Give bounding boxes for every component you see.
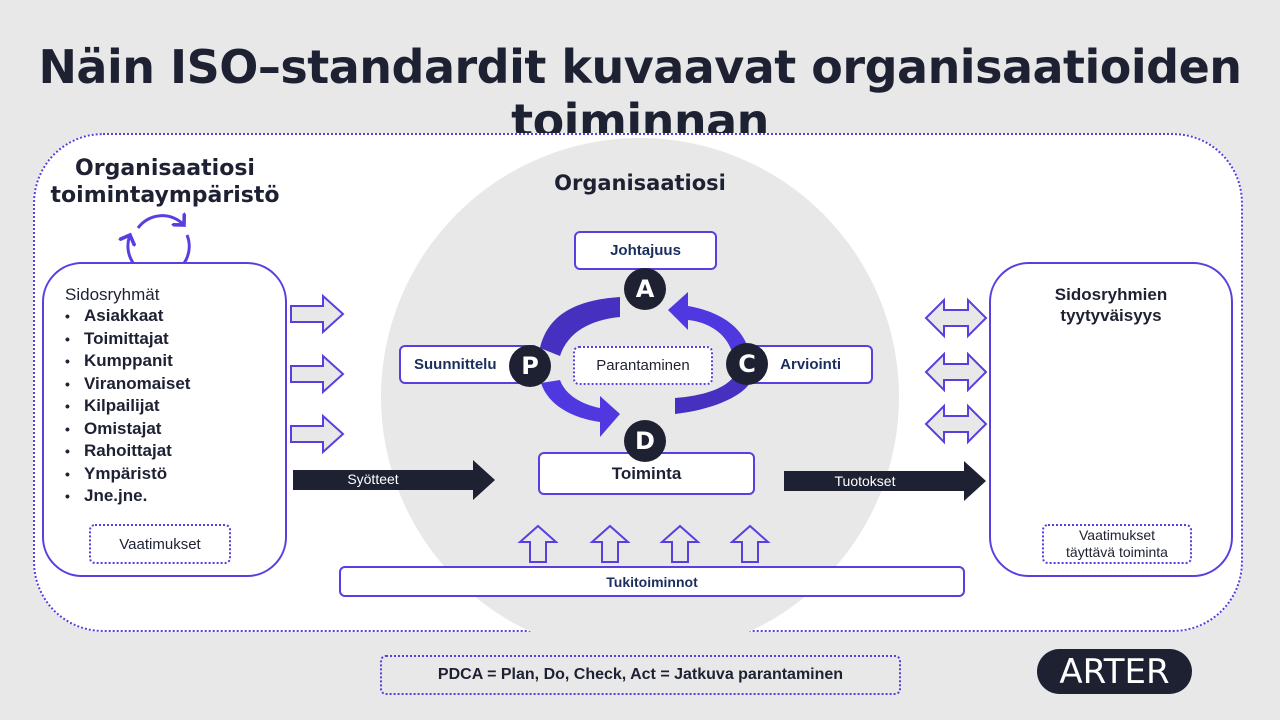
list-item: Toimittajat — [65, 328, 190, 351]
stakeholders-list: Asiakkaat Toimittajat Kumppanit Viranoma… — [65, 305, 190, 508]
pdca-cycle-arrows — [540, 292, 750, 437]
support-arrow-icon — [517, 524, 559, 563]
inputs-arrow-icon — [293, 460, 495, 500]
support-arrow-icon — [589, 524, 631, 563]
list-item: Omistajat — [65, 418, 190, 441]
do-badge: D — [624, 420, 666, 462]
page-title: Näin ISO–standardit kuvaavat organisaati… — [38, 40, 1242, 148]
double-arrow-icon — [924, 351, 988, 393]
list-item: Viranomaiset — [65, 373, 190, 396]
fulfilling-line1: Vaatimukset — [1079, 527, 1155, 543]
double-arrow-icon — [924, 403, 988, 445]
organization-heading: Organisaatiosi — [554, 171, 726, 195]
double-arrow-icon — [924, 297, 988, 339]
act-badge: A — [624, 268, 666, 310]
satisfaction-box: Sidosryhmien tyytyväisyys — [989, 262, 1233, 577]
list-item: Asiakkaat — [65, 305, 190, 328]
requirements-label: Vaatimukset — [89, 524, 231, 564]
satisfaction-heading: Sidosryhmien tyytyväisyys — [991, 284, 1231, 326]
input-arrow-icon — [290, 413, 345, 455]
environment-heading-line2: toimintaympäristö — [50, 183, 280, 208]
stakeholders-heading: Sidosryhmät — [65, 285, 160, 304]
environment-heading: Organisaatiosi toimintaympäristö — [50, 155, 280, 209]
fulfilling-operation-label: Vaatimukset täyttävä toiminta — [1042, 524, 1192, 564]
outputs-arrow-icon — [784, 461, 986, 501]
satisfaction-heading-line1: Sidosryhmien — [1054, 285, 1168, 304]
arter-logo: ARTER — [1037, 649, 1192, 694]
list-item: Kilpailijat — [65, 395, 190, 418]
support-arrow-icon — [729, 524, 771, 563]
support-arrow-icon — [659, 524, 701, 563]
plan-badge: P — [509, 345, 551, 387]
pdca-note: PDCA = Plan, Do, Check, Act = Jatkuva pa… — [380, 655, 901, 695]
list-item: Jne.jne. — [65, 485, 190, 508]
fulfilling-line2: täyttävä toiminta — [1066, 544, 1168, 560]
outputs-label: Tuotokset — [834, 473, 896, 489]
check-badge: C — [726, 343, 768, 385]
input-arrow-icon — [290, 293, 345, 335]
list-item: Ympäristö — [65, 463, 190, 486]
satisfaction-heading-line2: tyytyväisyys — [1060, 306, 1162, 325]
inputs-label: Syötteet — [347, 471, 399, 487]
support-box: Tukitoiminnot — [339, 566, 965, 597]
input-arrow-icon — [290, 353, 345, 395]
environment-heading-line1: Organisaatiosi — [75, 156, 255, 181]
list-item: Kumppanit — [65, 350, 190, 373]
improvement-label: Parantaminen — [573, 346, 713, 385]
list-item: Rahoittajat — [65, 440, 190, 463]
leadership-box: Johtajuus — [574, 231, 717, 270]
